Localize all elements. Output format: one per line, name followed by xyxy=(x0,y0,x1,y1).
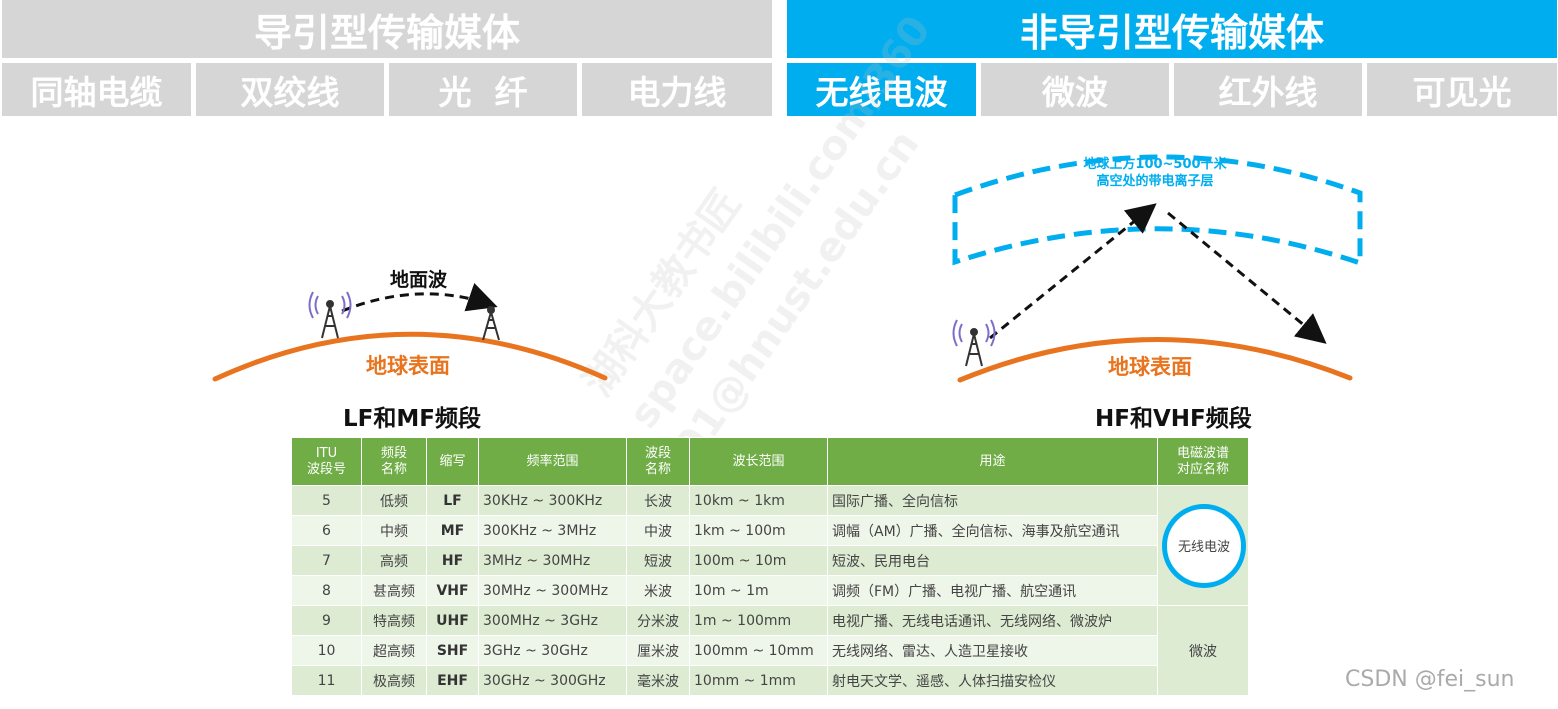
tab-microwave: 微波 xyxy=(981,63,1169,116)
earth-surface-left xyxy=(212,331,608,382)
band-name: 低频 xyxy=(361,485,427,516)
table-row: 5 低频 LF 30KHz ~ 300KHz 长波 10km ~ 1km 国际广… xyxy=(291,485,1249,606)
frequency-range: 300KHz ~ 3MHz xyxy=(478,515,627,546)
transmitter-tower-icon xyxy=(308,291,352,339)
wavelength-range: 1km ~ 100m xyxy=(689,515,828,546)
table-row: 6 中频 MF 300KHz ~ 3MHz 中波 1km ~ 100m 调幅（A… xyxy=(291,515,1249,546)
itu-band-number: 6 xyxy=(291,515,362,546)
spectrum-radio-cell: 无线电波 xyxy=(1157,485,1249,606)
transmitter-tower-icon-right xyxy=(952,319,996,367)
wavelength-range: 10m ~ 1m xyxy=(689,575,828,606)
itu-band-number: 8 xyxy=(291,575,362,606)
ionosphere-label-line-1: 地球上方100~500千米 xyxy=(1083,157,1227,172)
ground-wave-label: 地面波 xyxy=(390,269,448,291)
frequency-range: 30MHz ~ 300MHz xyxy=(478,575,627,606)
table-row: 11 极高频 EHF 30GHz ~ 300GHz 毫米波 10mm ~ 1mm… xyxy=(291,665,1249,696)
usage: 射电天文学、遥感、人体扫描安检仪 xyxy=(827,665,1158,696)
tab-optical-fiber: 光 纤 xyxy=(389,63,577,116)
band-abbr: VHF xyxy=(426,575,479,606)
band-name: 高频 xyxy=(361,545,427,576)
frequency-range: 3GHz ~ 30GHz xyxy=(478,635,627,666)
usage: 调幅（AM）广播、全向信标、海事及航空通讯 xyxy=(827,515,1158,546)
itu-band-number: 10 xyxy=(291,635,362,666)
wave-name: 厘米波 xyxy=(626,635,690,666)
receiver-tower-icon xyxy=(482,306,500,341)
band-abbr: UHF xyxy=(426,605,479,636)
tab-coaxial-cable: 同轴电缆 xyxy=(2,63,191,116)
wave-name: 米波 xyxy=(626,575,690,606)
band-name: 极高频 xyxy=(361,665,427,696)
earth-surface-right xyxy=(957,337,1353,383)
table-row: 10 超高频 SHF 3GHz ~ 30GHz 厘米波 100mm ~ 10mm… xyxy=(291,635,1249,666)
table-header-row: ITU 波段号 频段 名称 缩写 频率范围 波段 名称 波长范围 用途 电磁波谱… xyxy=(291,437,1249,486)
band-name: 中频 xyxy=(361,515,427,546)
wave-name: 毫米波 xyxy=(626,665,690,696)
itu-band-number: 5 xyxy=(291,485,362,516)
band-abbr: MF xyxy=(426,515,479,546)
tab-visible-light: 可见光 xyxy=(1367,63,1557,116)
earth-surface-label-left: 地球表面 xyxy=(366,354,450,378)
usage: 无线网络、雷达、人造卫星接收 xyxy=(827,635,1158,666)
usage: 短波、民用电台 xyxy=(827,545,1158,576)
table-header: 用途 xyxy=(827,437,1158,486)
table-row: 9 特高频 UHF 300MHz ~ 3GHz 分米波 1m ~ 100mm 电… xyxy=(291,605,1249,696)
frequency-range: 30KHz ~ 300KHz xyxy=(478,485,627,516)
guided-media-title: 导引型传输媒体 xyxy=(2,0,772,58)
hf-vhf-band-label: HF和VHF频段 xyxy=(1095,406,1252,432)
band-name: 超高频 xyxy=(361,635,427,666)
wavelength-range: 10km ~ 1km xyxy=(689,485,828,516)
frequency-range: 3MHz ~ 30MHz xyxy=(478,545,627,576)
ground-wave-arrow xyxy=(341,282,498,313)
usage: 国际广播、全向信标 xyxy=(827,485,1158,516)
frequency-range: 300MHz ~ 3GHz xyxy=(478,605,627,636)
earth-surface-label-right: 地球表面 xyxy=(1108,355,1192,379)
band-name: 甚高频 xyxy=(361,575,427,606)
itu-band-table: ITU 波段号 频段 名称 缩写 频率范围 波段 名称 波长范围 用途 电磁波谱… xyxy=(291,437,1249,696)
frequency-range: 30GHz ~ 300GHz xyxy=(478,665,627,696)
table-header: ITU 波段号 xyxy=(291,437,362,486)
band-name: 特高频 xyxy=(361,605,427,636)
ionosphere-label-line-2: 高空处的带电离子层 xyxy=(1096,174,1214,189)
itu-band-number: 9 xyxy=(291,605,362,636)
table-header: 波长范围 xyxy=(689,437,828,486)
table-row: 7 高频 HF 3MHz ~ 30MHz 短波 100m ~ 10m 短波、民用… xyxy=(291,545,1249,576)
table-header: 频段 名称 xyxy=(361,437,427,486)
wave-name: 分米波 xyxy=(626,605,690,636)
tab-power-line: 电力线 xyxy=(582,63,772,116)
unguided-media-title: 非导引型传输媒体 xyxy=(787,0,1557,58)
itu-band-number: 7 xyxy=(291,545,362,576)
lf-mf-band-label: LF和MF频段 xyxy=(343,406,481,432)
table-header: 波段 名称 xyxy=(626,437,690,486)
tab-radio-wave: 无线电波 xyxy=(787,63,976,116)
table-header: 缩写 xyxy=(426,437,479,486)
band-abbr: LF xyxy=(426,485,479,516)
usage: 电视广播、无线电话通讯、无线网络、微波炉 xyxy=(827,605,1158,636)
usage: 调频（FM）广播、电视广播、航空通讯 xyxy=(827,575,1158,606)
ionosphere-label: 地球上方100~500千米 高空处的带电离子层 xyxy=(1060,156,1250,190)
sky-wave-up-arrow xyxy=(989,203,1157,340)
table-row: 8 甚高频 VHF 30MHz ~ 300MHz 米波 10m ~ 1m 调频（… xyxy=(291,575,1249,606)
band-abbr: EHF xyxy=(426,665,479,696)
wave-name: 短波 xyxy=(626,545,690,576)
tab-twisted-pair: 双绞线 xyxy=(196,63,384,116)
sky-wave-down-arrow xyxy=(1167,211,1327,344)
ionosphere-layer xyxy=(952,154,1363,267)
wavelength-range: 100m ~ 10m xyxy=(689,545,828,576)
wavelength-range: 1m ~ 100mm xyxy=(689,605,828,636)
wave-name: 中波 xyxy=(626,515,690,546)
tab-infrared: 红外线 xyxy=(1174,63,1362,116)
band-abbr: SHF xyxy=(426,635,479,666)
table-header: 频率范围 xyxy=(478,437,627,486)
wavelength-range: 10mm ~ 1mm xyxy=(689,665,828,696)
csdn-credit: CSDN @fei_sun xyxy=(1345,667,1515,692)
radio-wave-circle: 无线电波 xyxy=(1162,503,1246,588)
wave-name: 长波 xyxy=(626,485,690,516)
wavelength-range: 100mm ~ 10mm xyxy=(689,635,828,666)
spectrum-micro-cell: 微波 xyxy=(1157,605,1249,696)
table-header: 电磁波谱 对应名称 xyxy=(1157,437,1249,486)
band-abbr: HF xyxy=(426,545,479,576)
itu-band-number: 11 xyxy=(291,665,362,696)
